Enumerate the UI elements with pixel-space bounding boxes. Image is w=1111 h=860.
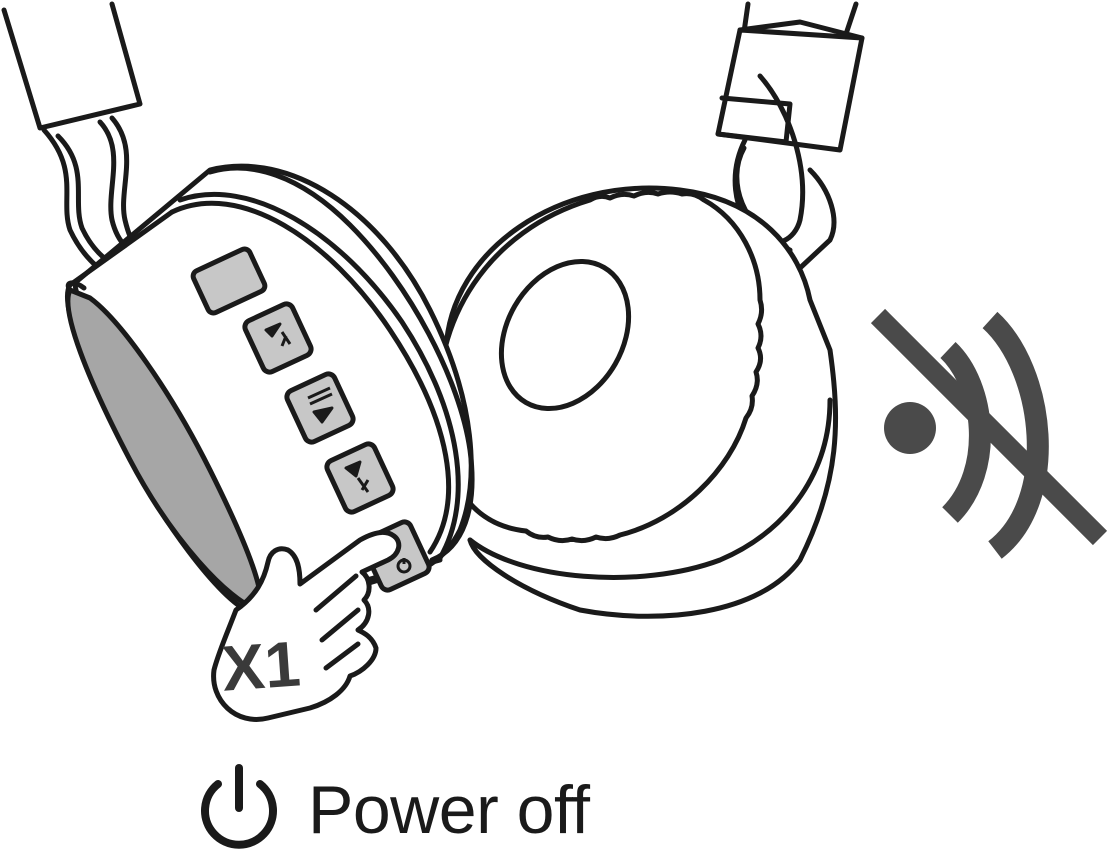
caption-text: Power off [308,772,590,848]
press-count-label: X1 [219,627,302,704]
bluetooth-signal-off-icon [870,308,1108,559]
earcup-button-top [190,246,268,316]
previous-track-volume-down-button[interactable] [242,301,314,375]
next-track-volume-up-icon [344,460,370,493]
next-track-volume-up-button[interactable] [324,441,396,515]
power-off-caption: Power off [196,760,590,860]
previous-track-volume-down-icon [264,322,292,347]
right-headband [715,1,865,271]
control-buttons [242,301,432,593]
play-pause-icon [307,386,334,424]
right-earcup [436,185,839,619]
power-icon [201,764,277,849]
play-pause-button[interactable] [284,371,356,445]
pressing-hand: X1 [211,530,402,722]
